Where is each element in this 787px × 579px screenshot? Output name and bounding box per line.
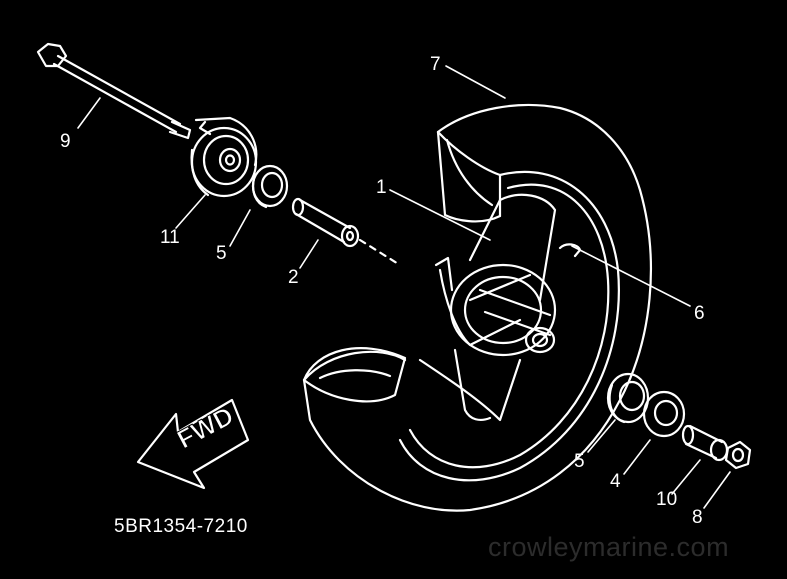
collar [681, 424, 729, 462]
tire [302, 103, 652, 512]
callout-6: 6 [694, 303, 705, 324]
nut [724, 440, 752, 470]
callout-8: 8 [692, 507, 703, 528]
callout-4: 4 [610, 471, 621, 492]
wheel-axle [36, 42, 192, 140]
callout-5-right: 5 [574, 451, 585, 472]
watermark: crowleymarine.com [488, 532, 730, 562]
callout-1: 1 [376, 177, 387, 198]
spacer [291, 197, 402, 267]
fwd-arrow [136, 398, 250, 490]
callout-2: 2 [288, 267, 299, 288]
oil-seal [642, 390, 686, 438]
leader-lines [77, 65, 731, 509]
wheel-hub [418, 193, 582, 422]
callout-11: 11 [160, 227, 180, 248]
gear-unit-assembly [190, 116, 258, 198]
callout-5-left: 5 [216, 243, 227, 264]
part-number: 5BR1354-7210 [114, 516, 248, 537]
callout-7: 7 [430, 54, 441, 75]
callout-10: 10 [656, 489, 678, 510]
bearing-left [251, 164, 289, 209]
bearing-right [606, 372, 650, 424]
callout-9: 9 [60, 131, 71, 152]
